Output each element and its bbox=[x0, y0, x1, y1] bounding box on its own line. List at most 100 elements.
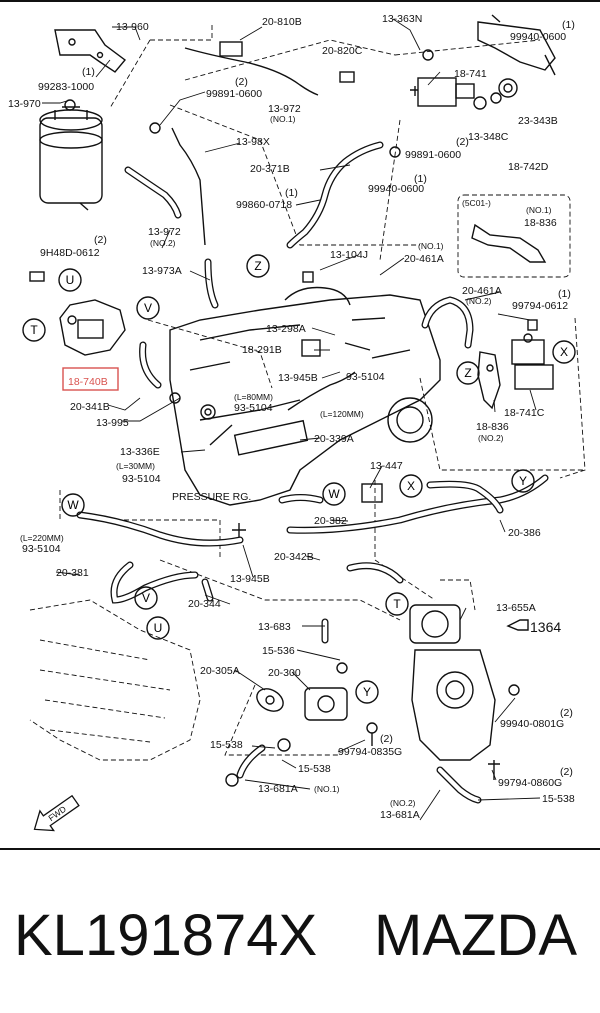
label-18-291b: 18-291B bbox=[242, 344, 282, 356]
label-qty-1-e: (1) bbox=[558, 288, 571, 300]
svg-text:Z: Z bbox=[254, 259, 261, 273]
label-l220: (L=220MM) bbox=[20, 533, 64, 543]
valve-18-740b bbox=[59, 299, 126, 356]
callout-w-b: W bbox=[61, 493, 85, 517]
label-qty-1-d: (1) bbox=[285, 187, 298, 199]
label-qty-2-e: (2) bbox=[380, 733, 393, 745]
svg-text:T: T bbox=[30, 323, 38, 337]
label-pressure-rg: PRESSURE RG. bbox=[172, 491, 251, 503]
label-13-973a: 13-973A bbox=[142, 265, 182, 277]
label-99794-0860g: 99794-0860G bbox=[498, 777, 562, 789]
svg-text:T: T bbox=[393, 597, 401, 611]
hoses bbox=[76, 141, 549, 804]
label-13-348c: 13-348C bbox=[468, 131, 509, 143]
label-93-5104-b: 93-5104 bbox=[346, 371, 385, 383]
label-20-300: 20-300 bbox=[268, 667, 301, 679]
svg-text:Z: Z bbox=[464, 366, 471, 380]
label-no2-a: (NO.2) bbox=[150, 238, 176, 248]
label-99891-0600-a: 99891-0600 bbox=[206, 88, 262, 100]
label-qty-2-c: (2) bbox=[94, 234, 107, 246]
label-13-970: 13-970 bbox=[8, 98, 41, 110]
label-93-5104-d: 93-5104 bbox=[22, 543, 61, 555]
label-5c01: (5C01-) bbox=[462, 198, 491, 208]
bracket-18-742d bbox=[477, 14, 556, 76]
label-18-836-a: 18-836 bbox=[524, 217, 557, 229]
svg-text:Y: Y bbox=[363, 685, 371, 699]
label-qty-2-b: (2) bbox=[456, 136, 469, 148]
label-20-810b: 20-810B bbox=[262, 16, 302, 28]
label-99794-0612: 99794-0612 bbox=[512, 300, 568, 312]
label-20-344: 20-344 bbox=[188, 598, 221, 610]
label-20-305a: 20-305A bbox=[200, 665, 240, 677]
label-13-972-no2: 13-972 bbox=[148, 226, 181, 238]
label-qty-2-d: (2) bbox=[560, 707, 573, 719]
label-13-104j: 13-104J bbox=[330, 249, 368, 261]
part-number: KL191874X bbox=[14, 903, 318, 968]
svg-text:V: V bbox=[144, 301, 152, 315]
label-13-681a-no1: 13-681A bbox=[258, 783, 298, 795]
callout-y-b: Y bbox=[355, 680, 379, 704]
part-labels: 13-960 20-810B 13-363N (1) 99940-0600 20… bbox=[8, 13, 575, 821]
5c01-variant-box bbox=[457, 194, 571, 278]
label-99283-1000: 99283-1000 bbox=[38, 81, 94, 93]
callout-w-a: W bbox=[322, 482, 346, 506]
label-15-536: 15-536 bbox=[262, 645, 295, 657]
label-15-538-c: 15-538 bbox=[542, 793, 575, 805]
label-93-5104-a: 93-5104 bbox=[234, 402, 273, 414]
svg-text:X: X bbox=[407, 479, 415, 493]
label-18-741: 18-741 bbox=[454, 68, 487, 80]
valve-20-300 bbox=[256, 687, 348, 721]
callout-v-a: V bbox=[136, 296, 160, 320]
label-99860-0718: 99860-0718 bbox=[236, 199, 292, 211]
label-9h48d-0612: 9H48D-0612 bbox=[40, 247, 100, 259]
label-99940-0600-a: 99940-0600 bbox=[510, 31, 566, 43]
label-13-960: 13-960 bbox=[116, 21, 149, 33]
label-15-538-b: 15-538 bbox=[298, 763, 331, 775]
callout-x-a: X bbox=[552, 340, 576, 364]
label-20-341b: 20-341B bbox=[70, 401, 110, 413]
label-qty-2-f: (2) bbox=[560, 766, 573, 778]
label-18-740b: 18-740B bbox=[68, 376, 108, 388]
callout-u-a: U bbox=[58, 268, 82, 292]
label-13-995: 13-995 bbox=[96, 417, 129, 429]
label-20-371b: 20-371B bbox=[250, 163, 290, 175]
label-qty-2-a: (2) bbox=[235, 76, 248, 88]
view-reference-icon bbox=[506, 619, 529, 631]
fwd-arrow-icon: FWD bbox=[33, 794, 80, 832]
solenoid-18-741 bbox=[410, 77, 475, 107]
hardware bbox=[29, 41, 538, 787]
label-l80: (L=80MM) bbox=[234, 392, 273, 402]
callout-z-a: Z bbox=[246, 254, 270, 278]
callout-y-a: Y bbox=[511, 469, 535, 493]
svg-text:U: U bbox=[66, 273, 75, 287]
label-qty-1-c: (1) bbox=[414, 173, 427, 185]
svg-text:W: W bbox=[67, 498, 79, 512]
label-qty-1-a: (1) bbox=[562, 19, 575, 31]
svg-text:W: W bbox=[328, 487, 340, 501]
label-qty-1-b: (1) bbox=[82, 66, 95, 78]
label-13-98x: 13-98X bbox=[236, 136, 270, 148]
label-13-972-no1: 13-972 bbox=[268, 103, 301, 115]
brand-name: MAZDA bbox=[374, 903, 577, 968]
label-no1-c: (NO.1) bbox=[418, 241, 444, 251]
bracket-18-836-no2 bbox=[477, 351, 501, 410]
label-l120: (L=120MM) bbox=[320, 409, 364, 419]
leader-lines bbox=[42, 18, 541, 821]
valve-23-343b bbox=[473, 78, 518, 110]
label-no1-b: (NO.1) bbox=[526, 205, 552, 215]
svg-text:V: V bbox=[142, 591, 150, 605]
top-border bbox=[0, 0, 600, 2]
label-93-5104-c: 93-5104 bbox=[122, 473, 161, 485]
label-13-363n: 13-363N bbox=[382, 13, 422, 25]
label-13-945b-a: 13-945B bbox=[278, 372, 318, 384]
label-20-382: 20-382 bbox=[314, 515, 347, 527]
callout-z-b: Z bbox=[456, 361, 480, 385]
label-13-681a-no2: 13-681A bbox=[380, 809, 420, 821]
label-18-836-b: 18-836 bbox=[476, 421, 509, 433]
callout-v-b: V bbox=[134, 586, 158, 610]
svg-text:Y: Y bbox=[519, 474, 527, 488]
label-99891-0600-b: 99891-0600 bbox=[405, 149, 461, 161]
bracket-13-960 bbox=[54, 29, 127, 73]
label-20-461a-no2: 20-461A bbox=[462, 285, 502, 297]
callout-x-b: X bbox=[399, 474, 423, 498]
